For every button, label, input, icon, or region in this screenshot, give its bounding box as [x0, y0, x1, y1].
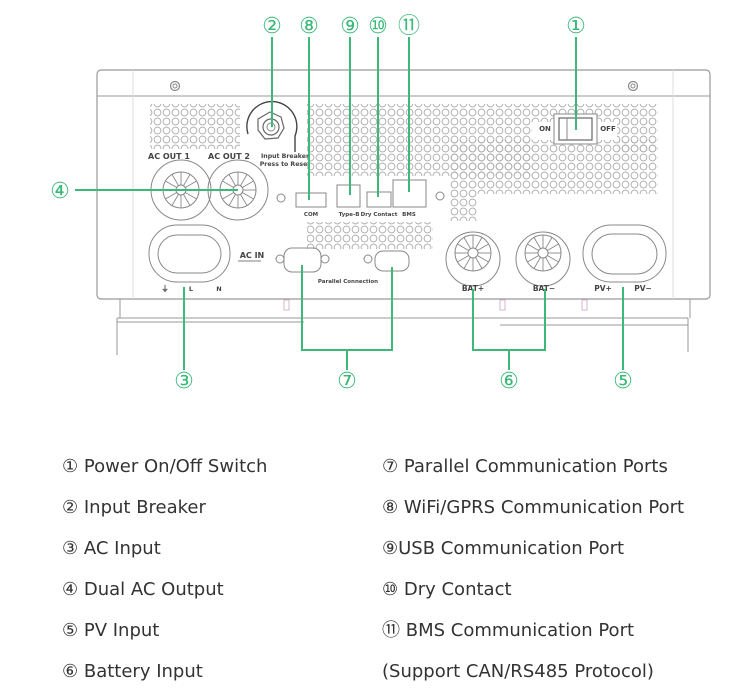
callout-9: ⑨ — [340, 14, 360, 39]
gland-spoke — [547, 243, 559, 251]
switch-off-label: OFF — [600, 125, 616, 133]
gland-spoke — [228, 194, 236, 206]
gland-spoke — [477, 243, 489, 251]
bat-minus-label: BAT− — [533, 284, 555, 293]
legend-item: ⑤ PV Input — [62, 620, 160, 641]
legend-item: ⑪ BMS Communication Port — [382, 620, 635, 641]
gland-spoke — [222, 192, 234, 200]
gland-spoke — [185, 192, 197, 200]
gland-spoke — [533, 257, 541, 269]
pv-input-port: PV+ PV− — [582, 224, 667, 293]
battery-ports: BAT+ BAT− — [445, 231, 571, 293]
gland-spoke — [475, 237, 483, 249]
legend-item: ③ AC Input — [62, 538, 161, 559]
parallel-connection-label: Parallel Connection — [318, 279, 378, 285]
callout-4: ④ — [50, 179, 70, 204]
line-label: L — [189, 285, 193, 293]
legend-item: ① Power On/Off Switch — [62, 456, 268, 477]
gland-spoke — [463, 257, 471, 269]
ac-input-port: AC IN ⏚ L N — [148, 224, 265, 293]
gland-spoke — [242, 192, 254, 200]
legend-right-column: ⑦ Parallel Communication Ports ⑧ WiFi/GP… — [382, 446, 684, 692]
pv-plus-label: PV+ — [594, 284, 612, 293]
type-b-port[interactable] — [336, 184, 361, 208]
gland-spoke — [457, 243, 469, 251]
gland-spoke — [228, 174, 236, 186]
callout-5: ⑤ — [613, 369, 633, 394]
legend-item: ⑩ Dry Contact — [382, 579, 512, 600]
callout-2: ② — [262, 14, 282, 39]
input-breaker-reset-label: Press to Reset — [260, 161, 311, 168]
bat-plus-label: BAT+ — [462, 284, 484, 293]
type-b-label: Type-B — [339, 212, 360, 218]
legend-note: (Support CAN/RS485 Protocol) — [382, 661, 654, 682]
screw-icon — [169, 80, 181, 92]
callout-11: ⑪ — [398, 14, 420, 39]
gland-spoke — [545, 237, 553, 249]
gland-spoke — [533, 237, 541, 249]
ground-icon: ⏚ — [161, 284, 169, 293]
ac-out-1-label: AC OUT 1 — [148, 152, 190, 161]
gland-spoke — [165, 192, 177, 200]
bms-label: BMS — [402, 212, 416, 218]
legend-left-column: ① Power On/Off Switch ② Input Breaker ③ … — [62, 446, 267, 692]
legend-item: ⑨USB Communication Port — [382, 538, 625, 559]
gland-spoke — [165, 180, 177, 188]
legend-item: ⑥ Battery Input — [62, 661, 203, 682]
dry-contact-label: Dry Contact — [361, 212, 398, 218]
gland-spoke — [527, 243, 539, 251]
callout-leader-lines — [75, 37, 624, 370]
legend-item: ④ Dual AC Output — [62, 579, 224, 600]
input-breaker-label: Input Breaker — [261, 153, 310, 160]
gland-spoke — [185, 180, 197, 188]
callout-1: ① — [566, 14, 586, 39]
gland-spoke — [527, 255, 539, 263]
gland-spoke — [547, 255, 559, 263]
communication-ports: COM Type-B Dry Contact BMS — [295, 179, 445, 218]
gland-spoke — [171, 174, 179, 186]
gland-spoke — [171, 194, 179, 206]
com-port[interactable] — [295, 192, 327, 208]
legend-item: ② Input Breaker — [62, 497, 206, 518]
ac-out-2-label: AC OUT 2 — [208, 152, 250, 161]
inverter-rear-panel-diagram: Input Breaker Press to Reset AC OUT 1 AC… — [50, 14, 711, 394]
gland-spoke — [475, 257, 483, 269]
callout-6: ⑥ — [499, 369, 519, 394]
gland-spoke — [183, 174, 191, 186]
gland-spoke — [222, 180, 234, 188]
gland-spoke — [183, 194, 191, 206]
gland-spoke — [240, 174, 248, 186]
gland-spoke — [457, 255, 469, 263]
neutral-label: N — [216, 285, 221, 293]
callout-7: ⑦ — [337, 369, 357, 394]
callout-10: ⑩ — [368, 14, 388, 39]
callout-numbers: ② ⑧ ⑨ ⑩ ⑪ ① ④ ③ ⑦ ⑥ ⑤ — [50, 14, 633, 394]
pv-minus-label: PV− — [634, 284, 652, 293]
legend-item: ⑦ Parallel Communication Ports — [382, 456, 668, 477]
screw-icon — [627, 80, 639, 92]
legend-item: ⑧ WiFi/GPRS Communication Port — [382, 497, 685, 518]
gland-spoke — [240, 194, 248, 206]
switch-on-label: ON — [539, 125, 551, 133]
ac-in-label: AC IN — [240, 251, 265, 260]
callout-3: ③ — [174, 369, 194, 394]
gland-spoke — [242, 180, 254, 188]
com-label: COM — [304, 212, 318, 218]
gland-spoke — [477, 255, 489, 263]
callout-8: ⑧ — [299, 14, 319, 39]
vent-holes — [150, 104, 658, 249]
gland-spoke — [545, 257, 553, 269]
gland-spoke — [463, 237, 471, 249]
